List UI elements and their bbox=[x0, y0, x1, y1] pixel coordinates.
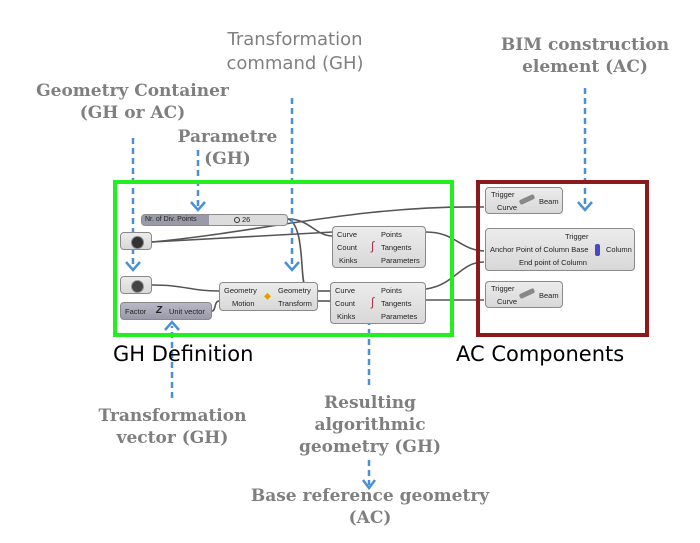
input-curve: Curve bbox=[497, 297, 518, 306]
input-curve: Curve bbox=[335, 286, 356, 295]
ac-components-label: AC Components bbox=[456, 342, 625, 366]
output-beam: Beam bbox=[539, 291, 559, 300]
divide-curve-bottom[interactable]: Curve Count Kinks ∫ Points Tangents Para… bbox=[330, 282, 426, 324]
annotation-resulting-geometry: Resulting algorithmic geometry (GH) bbox=[285, 392, 455, 458]
wire-container-to-beam bbox=[151, 206, 485, 243]
input-curve: Curve bbox=[497, 203, 518, 212]
beam-component-bottom[interactable]: Trigger Curve Beam bbox=[485, 281, 563, 308]
slider-handle-icon[interactable] bbox=[234, 217, 240, 223]
annotation-line: (AC) bbox=[348, 508, 392, 528]
transform-component[interactable]: Geometry Motion ⬥ Geometry Transform bbox=[219, 282, 318, 311]
input-trigger: Trigger bbox=[491, 190, 515, 199]
annotation-parametre: Parametre (GH) bbox=[170, 126, 285, 170]
annotation-line: command (GH) bbox=[226, 53, 364, 74]
annotation-line: element (AC) bbox=[522, 57, 648, 77]
beam-icon bbox=[518, 193, 536, 206]
slider-name: Nr. of Div. Points bbox=[142, 215, 209, 225]
beam-component-top[interactable]: Trigger Curve Beam bbox=[485, 187, 563, 214]
input-curve: Curve bbox=[337, 230, 358, 239]
slider-value: 26 bbox=[242, 215, 251, 224]
output-points: Points bbox=[381, 286, 402, 295]
output-points: Points bbox=[381, 230, 402, 239]
input-kinks: Kinks bbox=[339, 256, 358, 265]
input-end-point: End point of Column bbox=[519, 258, 587, 267]
input-geometry: Geometry bbox=[224, 286, 257, 295]
divide-curve-icon: ∫ bbox=[371, 295, 375, 309]
arrow-head-base-reference bbox=[362, 479, 376, 491]
output-parameters: Parameters bbox=[381, 256, 420, 265]
annotation-line: BIM construction bbox=[500, 35, 670, 55]
geometry-container-icon bbox=[131, 280, 144, 293]
input-trigger: Trigger bbox=[565, 232, 589, 241]
annotation-line: Resulting bbox=[324, 393, 416, 413]
geometry-container-icon bbox=[131, 236, 144, 249]
annotation-line: algorithmic bbox=[314, 415, 426, 435]
annotation-line: (GH) bbox=[204, 149, 251, 169]
gh-definition-frame bbox=[113, 180, 454, 337]
annotation-line: Geometry Container bbox=[36, 81, 229, 101]
wire-container2-to-geometry bbox=[151, 284, 220, 292]
number-slider[interactable]: Nr. of Div. Points 26 bbox=[141, 214, 288, 226]
input-motion: Motion bbox=[232, 299, 255, 308]
geometry-container-bottom[interactable] bbox=[120, 276, 152, 294]
input-trigger: Trigger bbox=[491, 284, 515, 293]
annotation-line: Transformation bbox=[98, 406, 247, 426]
unit-vector-icon: Z bbox=[156, 305, 163, 316]
annotation-line: (GH or AC) bbox=[79, 103, 186, 123]
output-geometry: Geometry bbox=[278, 286, 311, 295]
input-kinks: Kinks bbox=[337, 312, 356, 321]
unit-vector-output: Unit vector bbox=[169, 307, 205, 316]
unit-vector-input: Factor bbox=[125, 307, 147, 316]
output-tangents: Tangents bbox=[381, 299, 412, 308]
arrow-head-bim-element bbox=[577, 201, 593, 212]
beam-icon bbox=[518, 287, 536, 300]
output-column: Column bbox=[606, 245, 632, 254]
annotation-line: geometry (GH) bbox=[298, 437, 442, 457]
divide-curve-icon: ∫ bbox=[371, 239, 375, 253]
annotation-bim-element: BIM construction element (AC) bbox=[490, 34, 680, 78]
wire-container-to-curve bbox=[151, 231, 334, 243]
arrow-head-transformation-vector bbox=[164, 320, 180, 331]
unit-vector-component[interactable]: Factor Z Unit vector bbox=[120, 302, 212, 320]
ac-components-frame bbox=[476, 180, 649, 337]
column-icon bbox=[595, 244, 600, 256]
annotation-line: vector (GH) bbox=[116, 428, 229, 448]
arrow-head-geometry-container bbox=[125, 261, 141, 272]
output-beam: Beam bbox=[539, 197, 559, 206]
gh-definition-label: GH Definition bbox=[113, 342, 254, 366]
output-parameters: Parametes bbox=[381, 312, 418, 321]
column-component[interactable]: Trigger Anchor Point of Column Base End … bbox=[485, 228, 635, 271]
input-count: Count bbox=[335, 299, 356, 308]
wire-vector-to-motion bbox=[211, 300, 220, 312]
annotation-base-reference: Base reference geometry (AC) bbox=[245, 485, 495, 529]
divide-curve-top[interactable]: Curve Count Kinks ∫ Points Tangents Para… bbox=[332, 226, 426, 268]
transform-icon: ⬥ bbox=[264, 291, 271, 302]
annotation-geometry-container: Geometry Container (GH or AC) bbox=[25, 80, 240, 124]
output-tangents: Tangents bbox=[381, 243, 412, 252]
annotation-transformation-vector: Transformation vector (GH) bbox=[85, 405, 260, 449]
input-anchor-point: Anchor Point of Column Base bbox=[490, 245, 589, 254]
annotation-line: Parametre bbox=[177, 127, 278, 147]
geometry-container-top[interactable] bbox=[120, 232, 152, 250]
output-transform: Transform bbox=[278, 299, 312, 308]
annotation-transformation-command: Transformation command (GH) bbox=[215, 28, 375, 76]
input-count: Count bbox=[337, 243, 358, 252]
arrow-head-transformation-command bbox=[284, 261, 300, 272]
arrow-head-parametre bbox=[190, 201, 206, 212]
annotation-line: Transformation bbox=[227, 29, 363, 50]
annotation-line: Base reference geometry bbox=[250, 486, 490, 506]
